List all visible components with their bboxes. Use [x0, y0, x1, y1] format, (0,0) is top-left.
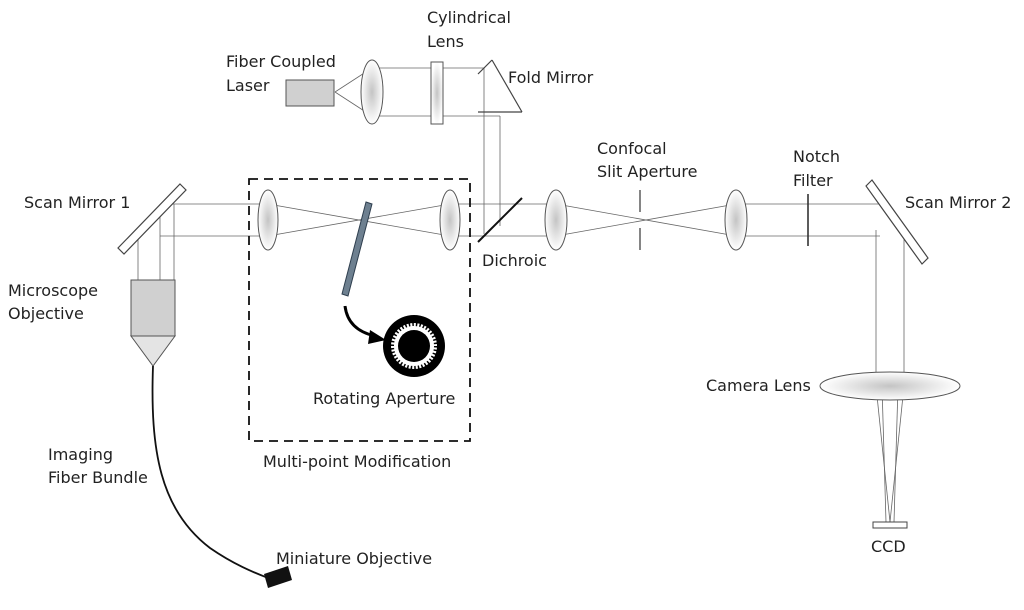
laser-beam-rays [334, 67, 501, 234]
collection-lens [724, 189, 748, 251]
label-multipoint: Multi-point Modification [263, 452, 452, 471]
label-scan-mirror-2: Scan Mirror 2 [905, 193, 1012, 212]
laser-collimating-lens [360, 59, 384, 125]
label-notch-line2: Filter [793, 171, 833, 190]
aperture-plate [341, 201, 373, 297]
label-miniature-objective: Miniature Objective [276, 549, 433, 568]
relay-lens-2 [439, 189, 461, 251]
label-fiber-laser-line2: Laser [226, 76, 270, 95]
ccd-sensor [872, 521, 908, 529]
label-confocal-line1: Confocal [597, 139, 667, 158]
label-rotating-aperture: Rotating Aperture [313, 389, 456, 408]
miniature-objective [264, 566, 292, 588]
label-fold-mirror: Fold Mirror [508, 68, 594, 87]
fold-mirror [477, 59, 523, 113]
label-ccd: CCD [871, 537, 906, 556]
relay-lens-1 [257, 189, 279, 251]
label-microscope-line1: Microscope [8, 281, 98, 300]
label-dichroic: Dichroic [482, 251, 547, 270]
rotating-aperture-disc [383, 315, 445, 377]
label-camera-lens: Camera Lens [706, 376, 811, 395]
microscope-objective [130, 279, 176, 337]
label-fiber-laser-line1: Fiber Coupled [226, 52, 336, 71]
focusing-lens [544, 189, 568, 251]
camera-lens [819, 371, 961, 401]
label-scan-mirror-1: Scan Mirror 1 [24, 193, 131, 212]
imaging-fiber-bundle [151, 365, 269, 579]
scan-mirror-1 [117, 183, 187, 255]
objective-tip [130, 335, 176, 367]
main-beam-rays [137, 203, 905, 523]
label-cylindrical-lens-line2: Lens [427, 32, 464, 51]
label-notch-line1: Notch [793, 147, 840, 166]
cylindrical-lens [430, 61, 444, 125]
label-imaging-line2: Fiber Bundle [48, 468, 148, 487]
label-confocal-line2: Slit Aperture [597, 162, 698, 181]
rotation-arrow-head [368, 330, 386, 344]
dichroic-mirror [477, 197, 523, 243]
scan-mirror-2 [865, 179, 929, 265]
multipoint-modification-box [248, 178, 471, 442]
label-microscope-line2: Objective [8, 304, 84, 323]
label-imaging-line1: Imaging [48, 445, 114, 464]
laser-source [285, 79, 335, 107]
label-cylindrical-lens-line1: Cylindrical [427, 8, 511, 27]
